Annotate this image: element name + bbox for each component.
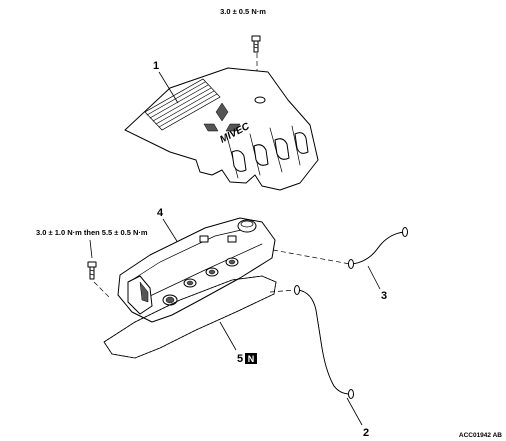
rocker-cover-gasket [103,275,277,359]
leader-line-3 [367,265,381,290]
torque-leader [89,239,93,259]
leader-line-2 [346,397,363,426]
engine-cover-bolt-torque: 3.0 ± 0.5 N·m [220,7,266,16]
mitsubishi-emblem [203,102,241,132]
callout-1: 1 [153,60,159,72]
rocker-cover-bolt-torque: 3.0 ± 1.0 N·m then 5.5 ± 0.5 N·m [36,228,148,237]
hose-alignment-line [269,289,297,293]
leader-line-5 [219,321,237,351]
rocker-cover-bolt [87,261,97,280]
new-part-badge-letter: N [248,354,255,364]
bolt-alignment-line [93,281,111,299]
breather-hose-lower [294,285,354,399]
leader-line-1 [158,71,179,104]
cover-grille [144,78,221,131]
engine-cover: MIVEC [124,67,319,191]
figure-id: ACC01942 AB [459,432,502,439]
callout-3: 3 [381,290,387,302]
oil-filler-cap [237,219,257,233]
hose-alignment-line [272,249,351,265]
callout-5: 5 [237,353,243,365]
callout-2: 2 [363,427,369,439]
callout-4: 4 [157,207,164,219]
breather-hose-upper [348,227,408,269]
rocker-cover [117,217,276,323]
spark-plug-holes [162,257,239,306]
engine-cover-bolt [251,35,261,53]
new-part-badge: N [245,353,257,364]
